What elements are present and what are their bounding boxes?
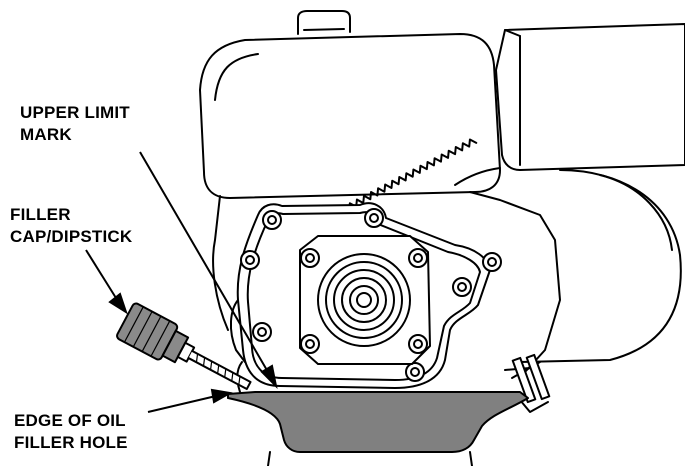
callout-upper-limit-line1: UPPER LIMIT [20, 103, 130, 122]
callout-filler-cap: FILLER CAP/DIPSTICK [10, 204, 132, 248]
leader-filler-cap [85, 249, 128, 315]
callout-edge-line2: FILLER HOLE [14, 433, 128, 452]
cover-bolts [240, 208, 502, 382]
callout-upper-limit-line2: MARK [20, 125, 72, 144]
callout-filler-cap-line1: FILLER [10, 205, 71, 224]
callout-edge-line1: EDGE OF OIL [14, 411, 126, 430]
leader-upper-limit [139, 151, 278, 390]
fuel-tank [199, 10, 501, 199]
air-cleaner [495, 23, 685, 171]
oil-sump [227, 361, 529, 466]
callout-upper-limit-mark: UPPER LIMIT MARK [20, 102, 130, 146]
governor-spring [334, 138, 478, 219]
bearing-housing [299, 235, 431, 365]
drain-fittings [504, 353, 551, 413]
recoil-starter [519, 169, 682, 363]
callout-filler-cap-line2: CAP/DIPSTICK [10, 227, 133, 246]
filler-cap-dipstick [116, 302, 252, 391]
callout-edge-filler-hole: EDGE OF OIL FILLER HOLE [14, 410, 128, 454]
leader-edge-hole [147, 388, 233, 413]
